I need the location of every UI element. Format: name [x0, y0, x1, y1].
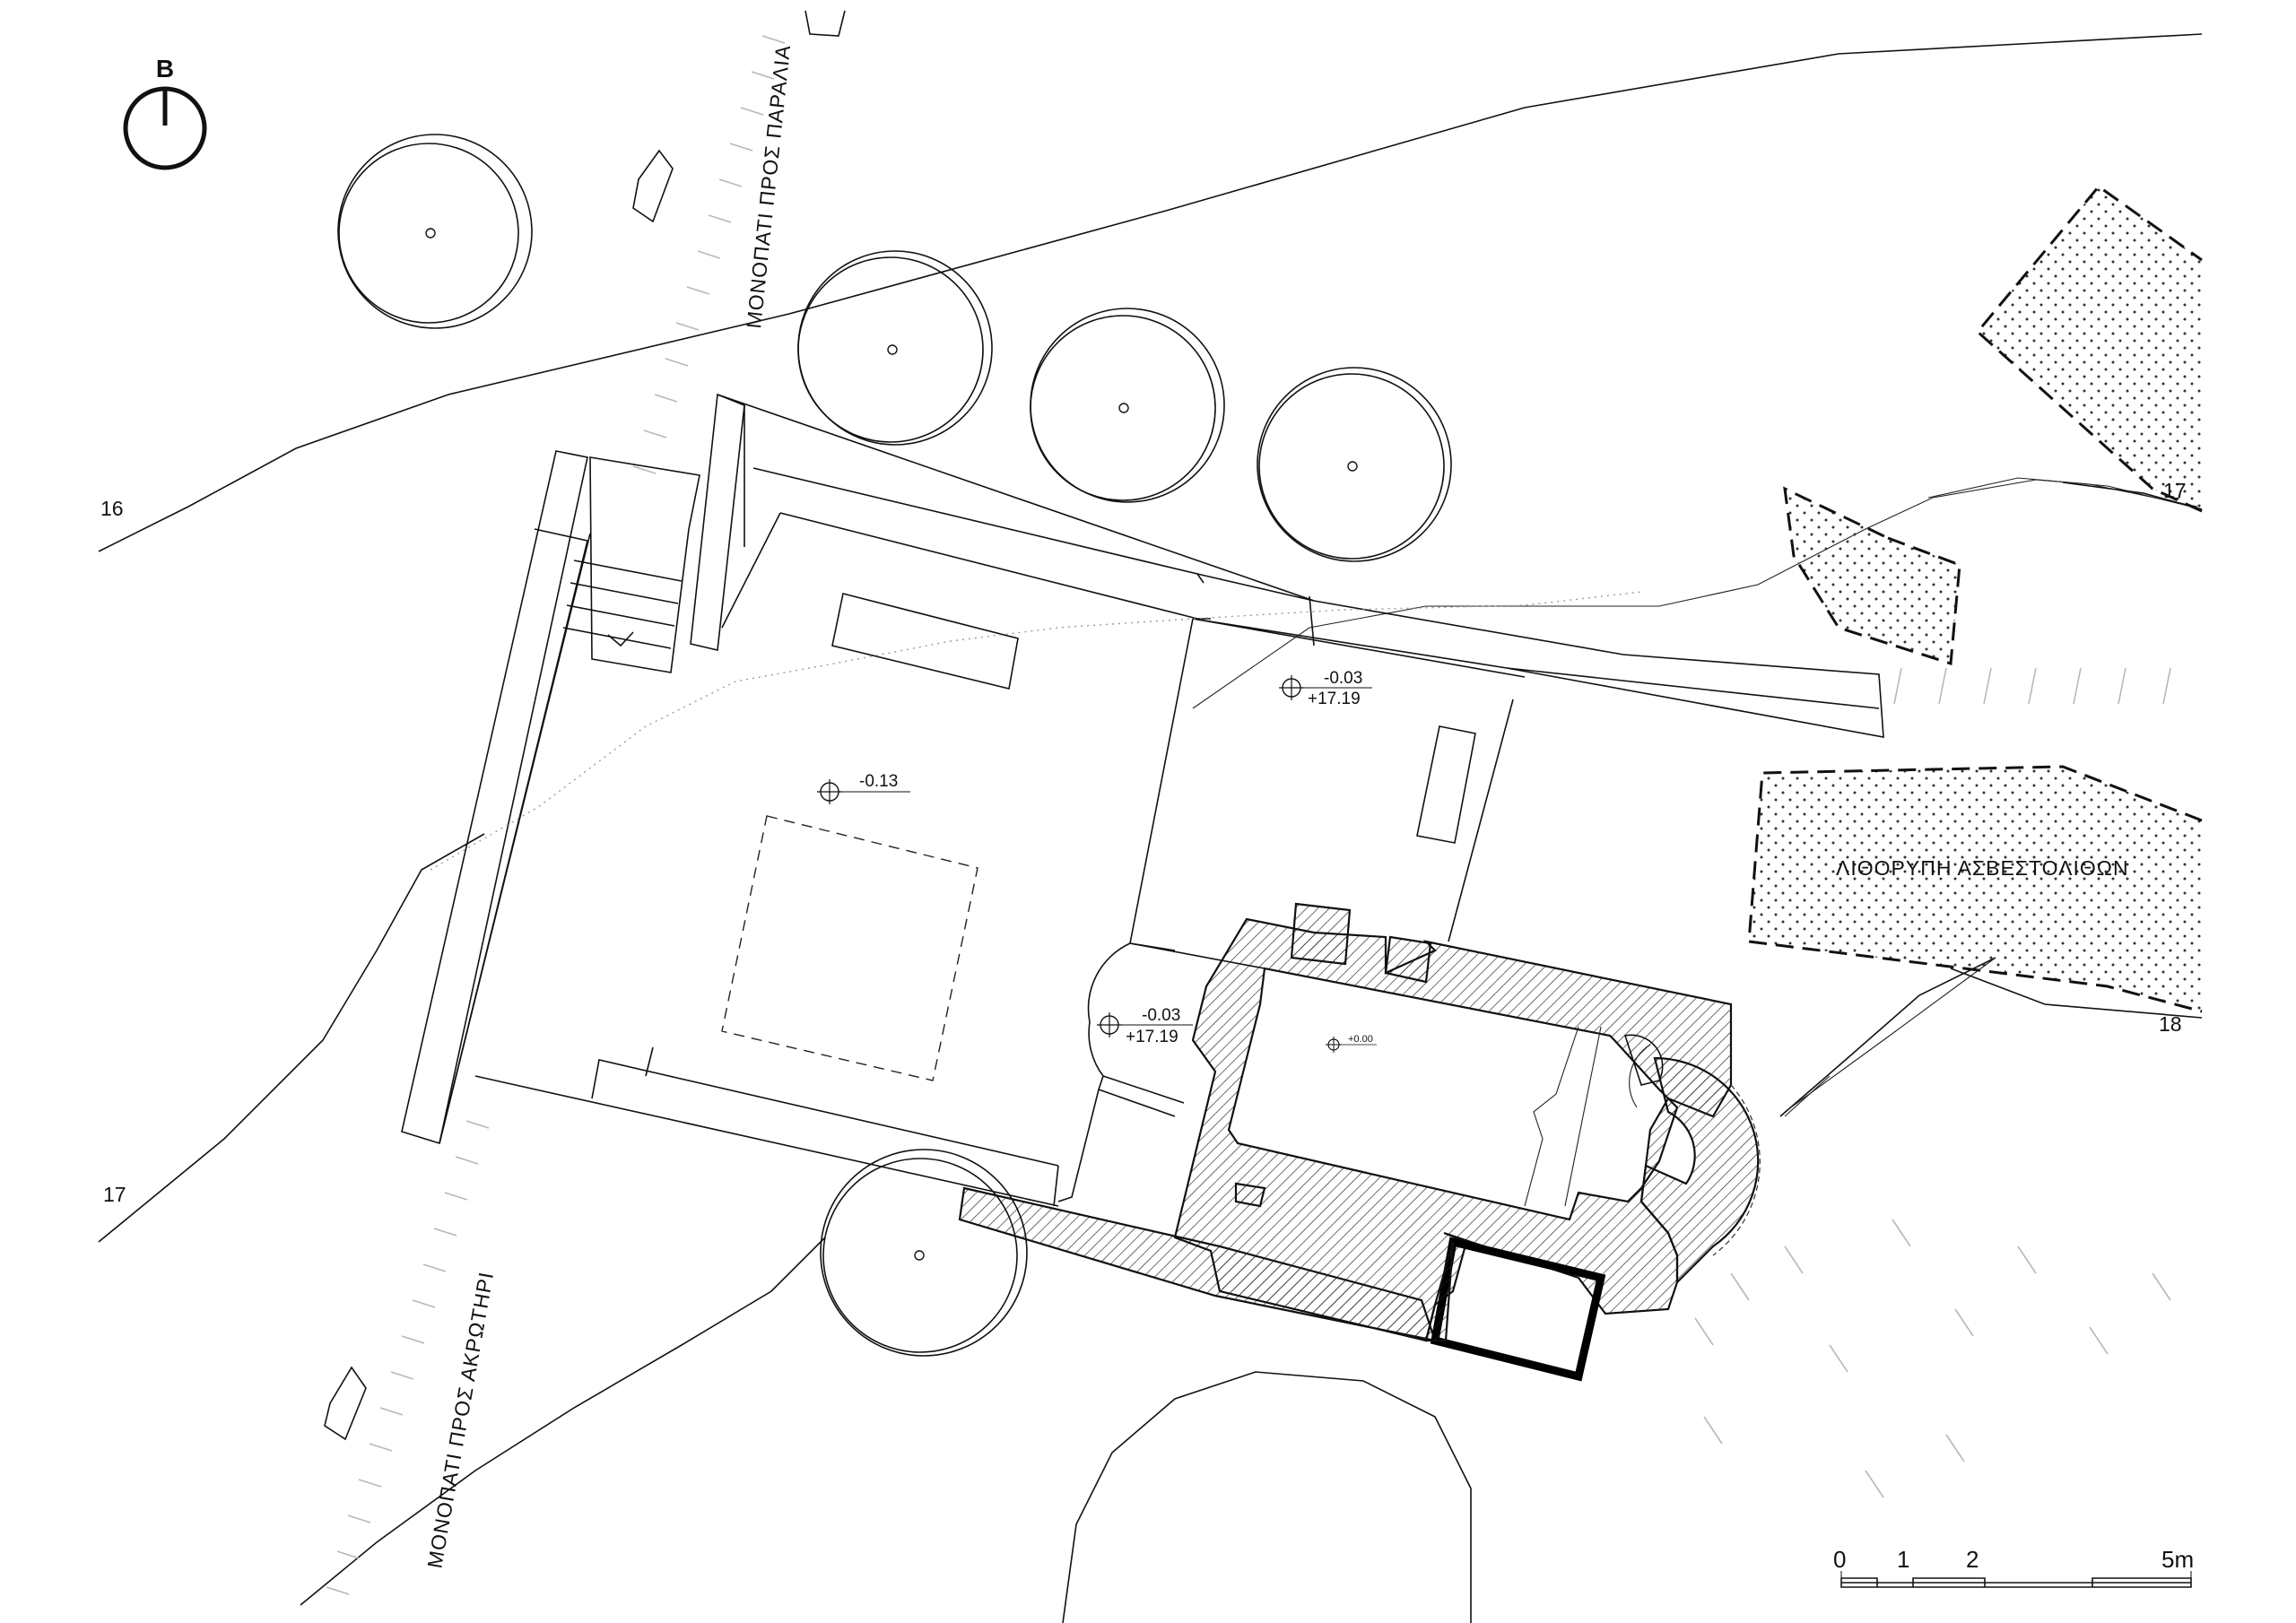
level-church: +0.00: [1348, 1034, 1373, 1045]
rock-south: [324, 1366, 367, 1441]
level-marker-narthex: -0.03 +17.19: [1097, 1006, 1193, 1046]
label-quarry: ΛΙΘΟΡΥΠΗ ΑΣΒΕΣΤΟΛΙΘΩΝ: [1836, 856, 2129, 880]
scale-bar: 0 1 2 5m: [1833, 1546, 2194, 1588]
nave-crack: [1524, 1026, 1579, 1207]
scale-tick-2: 2: [1966, 1546, 1979, 1573]
east-terrain-hatch: [1694, 667, 2171, 1498]
narthex: [1057, 942, 1185, 1202]
cistern-link: [1424, 1241, 1455, 1342]
bench-east: [1416, 725, 1476, 844]
wall-fragment-top: [804, 10, 846, 37]
tree-5: [820, 1149, 1028, 1357]
main-court: [439, 540, 1176, 1207]
contour-label-18-right: 18: [2159, 1012, 2182, 1036]
steps: [562, 456, 700, 673]
apse-tangent-2: [1784, 1075, 1831, 1117]
level-east-court-rel: -0.03: [1324, 669, 1362, 688]
nave-interior: [1564, 1026, 1602, 1207]
quarry-area: [1747, 765, 2203, 1013]
church-walls: [1173, 902, 1733, 1342]
outcrop-ne: [1975, 184, 2203, 513]
path-to-beach-hatch: [632, 35, 786, 474]
outcrop-east: [1783, 486, 1961, 665]
level-main-court: -0.13: [859, 772, 898, 791]
contour-label-17-left: 17: [103, 1183, 126, 1206]
apse: [1623, 1034, 1761, 1285]
apse-tangent: [1784, 957, 1996, 1113]
bench-north: [831, 593, 1019, 690]
rock-north: [632, 149, 674, 223]
scale-tick-0: 0: [1833, 1546, 1846, 1573]
contour-label-16-left: 16: [100, 497, 124, 520]
tree-1: [337, 134, 533, 329]
level-marker-east-court: -0.03 +17.19: [1279, 669, 1372, 708]
level-east-court-abs: +17.19: [1308, 690, 1361, 708]
level-narthex-rel: -0.03: [1142, 1006, 1180, 1025]
scale-tick-5m: 5m: [2161, 1546, 2194, 1573]
north-arrow: B: [123, 55, 207, 170]
level-marker-church: +0.00: [1326, 1034, 1377, 1053]
scale-tick-1: 1: [1897, 1546, 1909, 1573]
buried-structure-outline: [721, 815, 978, 1081]
label-path-to-beach: ΜΟΝΟΠΑΤΙ ΠΡΟΣ ΠΑΡΑΛΙΑ: [742, 43, 795, 329]
dotted-route: [430, 591, 1642, 871]
north-arrow-letter: B: [156, 55, 174, 82]
contour-lines: [98, 33, 2203, 1623]
contour-label-17-right: 17: [2163, 479, 2187, 502]
tree-3: [1030, 308, 1225, 503]
tree-2: [797, 250, 993, 446]
path-to-cape-hatch: [326, 1120, 490, 1595]
tree-4: [1257, 367, 1452, 562]
level-narthex-abs: +17.19: [1126, 1028, 1178, 1046]
level-marker-main-court: -0.13: [817, 772, 910, 804]
label-path-to-cape: ΜΟΝΟΠΑΤΙ ΠΡΟΣ ΑΚΡΩΤΗΡΙ: [422, 1270, 498, 1570]
